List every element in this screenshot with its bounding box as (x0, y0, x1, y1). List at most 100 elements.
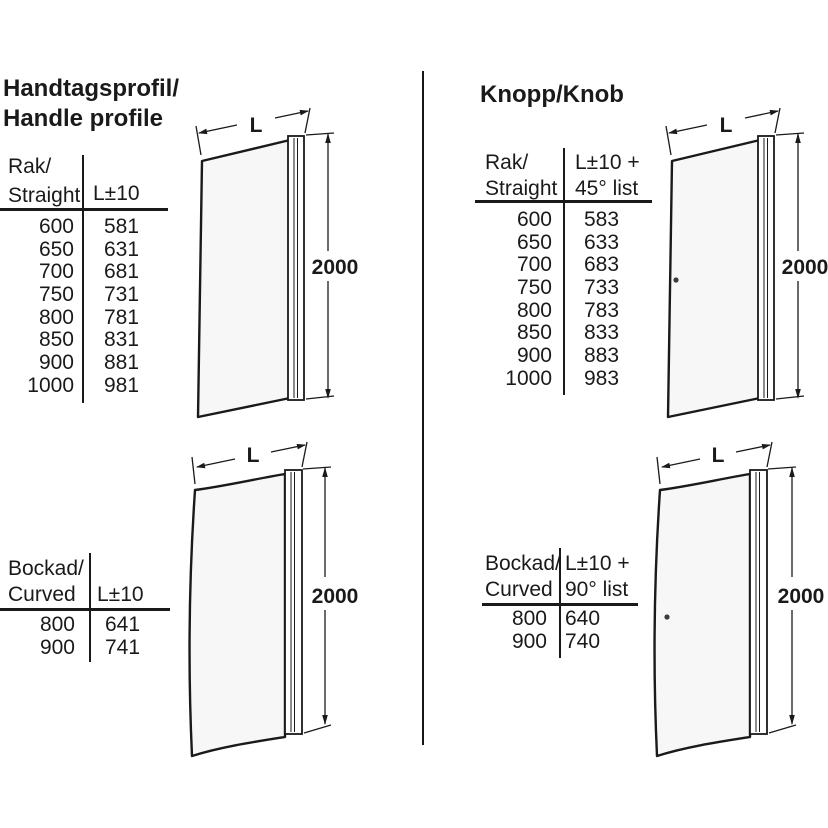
width-label: L (247, 444, 260, 467)
header-text: Curved (485, 578, 553, 601)
knob-icon (664, 614, 670, 620)
table-header-col2: L±10 (97, 582, 144, 608)
table-cell: 881 (104, 351, 140, 375)
glass-panel (653, 472, 752, 758)
height-dimension (767, 466, 797, 734)
height-dimension (302, 466, 332, 734)
height-label: 2000 (312, 585, 359, 608)
header-text: Curved (8, 583, 76, 606)
width-label: L (712, 444, 725, 467)
straight-door-knob-diagram: L 2000 (655, 105, 828, 435)
col-glass-width: 581 631 681 731 781 831 881 981 (104, 215, 168, 398)
table-cell: 731 (104, 283, 140, 307)
height-label: 2000 (312, 256, 359, 279)
table-cell: 650 (516, 230, 552, 254)
section-divider (422, 71, 424, 745)
table-cell: 800 (39, 613, 75, 636)
table-cell: 833 (584, 321, 620, 345)
column-rule (563, 148, 565, 395)
table-cell: 683 (584, 253, 620, 277)
table-cell: 581 (104, 215, 140, 238)
curved-knob-table: Bockad/ Curved L±10 + 90° list 800 900 6… (480, 543, 655, 663)
table-cell: 700 (38, 260, 74, 284)
col-glass-width: 640 740 (565, 607, 627, 653)
arrowhead (795, 133, 801, 143)
table-cell: 641 (105, 613, 141, 636)
table-cell: 900 (516, 344, 552, 368)
left-section-title: Handtagsprofil/ Handle profile (3, 74, 179, 134)
table-header-col2: L±10 + 90° list (565, 551, 630, 603)
table-cell: 631 (104, 237, 140, 261)
table-header-col2: L±10 + 45° list (575, 150, 640, 202)
right-section-title: Knopp/Knob (480, 80, 624, 110)
table-header-col1: Bockad/ Curved (8, 556, 84, 608)
table-cell: 650 (38, 237, 74, 261)
curved-door-diagram: L 2000 (185, 440, 360, 775)
straight-knob-table: Rak/ Straight L±10 + 45° list 600 650 70… (475, 145, 660, 400)
arrowhead (198, 128, 208, 135)
width-label: L (250, 114, 263, 137)
table-cell: 900 (511, 629, 547, 653)
title-line1: Knopp/Knob (480, 81, 624, 108)
table-header-col1: Bockad/ Curved (485, 551, 561, 603)
header-text: Rak/ (485, 151, 529, 174)
table-cell: 900 (39, 635, 75, 659)
column-rule (82, 155, 84, 403)
arrowhead (322, 715, 328, 725)
table-cell: 583 (584, 208, 620, 231)
table-cell: 783 (584, 298, 620, 322)
col-nominal: 600 650 700 750 800 850 900 1000 (0, 215, 74, 398)
height-dimension (305, 132, 335, 400)
table-cell: 883 (584, 344, 620, 368)
table-header-col1: Rak/ Straight (8, 152, 80, 210)
arrowhead (296, 443, 306, 450)
arrowhead (325, 133, 331, 143)
width-dimension (195, 107, 311, 156)
arrowhead (322, 467, 328, 477)
table-cell: 750 (38, 283, 74, 307)
handle-profile-bar (757, 135, 775, 401)
header-text: Bockad/ (8, 557, 84, 580)
arrowhead (325, 389, 331, 399)
arrowhead (795, 389, 801, 399)
title-line1: Handtagsprofil/ (3, 75, 180, 102)
header-text: L±10 (93, 182, 140, 205)
header-rule (475, 200, 652, 203)
table-cell: 800 (516, 298, 552, 322)
arrowhead (668, 128, 678, 135)
table-header-col2: L±10 (93, 181, 140, 207)
arrowhead (789, 715, 795, 725)
col-nominal: 600 650 700 750 800 850 900 1000 (475, 208, 552, 391)
header-text: L±10 + (565, 552, 630, 575)
table-cell: 741 (105, 635, 141, 659)
arrowhead (789, 467, 795, 477)
arrowhead (299, 109, 309, 116)
col-nominal: 800 900 (0, 613, 75, 659)
table-cell: 981 (104, 373, 140, 397)
table-cell: 831 (104, 328, 140, 352)
col-glass-width: 583 633 683 733 783 833 883 983 (584, 208, 646, 391)
arrowhead (761, 443, 771, 450)
table-cell: 750 (516, 276, 552, 300)
arrowhead (661, 462, 671, 469)
height-label: 2000 (778, 585, 825, 608)
width-dimension (191, 441, 308, 485)
straight-handle-table: Rak/ Straight L±10 600 650 700 750 800 8… (0, 150, 175, 406)
col-glass-width: 641 741 (105, 613, 165, 659)
width-dimension (665, 107, 781, 156)
table-cell: 600 (516, 208, 552, 231)
table-cell: 983 (584, 366, 620, 390)
handle-profile-bar (749, 469, 768, 735)
header-text: L±10 + (575, 151, 640, 174)
table-cell: 900 (38, 351, 74, 375)
height-label: 2000 (782, 256, 828, 279)
width-label: L (720, 114, 733, 137)
glass-panel (666, 138, 762, 419)
table-cell: 781 (104, 305, 140, 329)
header-text: L±10 (97, 583, 144, 606)
header-rule (482, 603, 638, 606)
curved-door-knob-diagram: L 2000 (650, 440, 828, 775)
table-cell: 1000 (27, 373, 74, 397)
glass-panel (196, 138, 292, 419)
